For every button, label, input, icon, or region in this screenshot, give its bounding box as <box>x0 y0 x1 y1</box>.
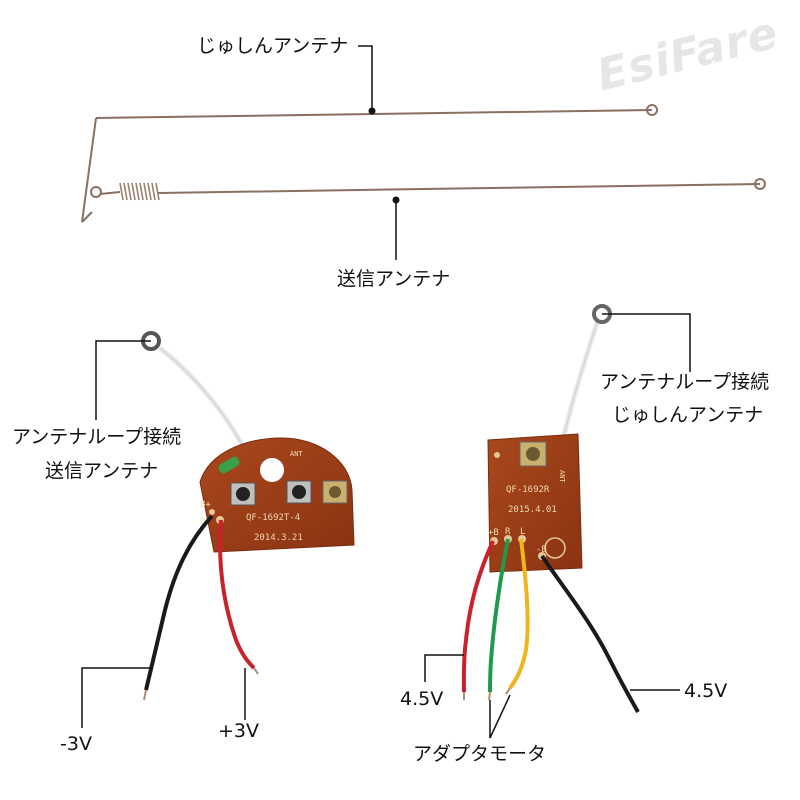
label-tx-positive: +3V <box>218 720 260 742</box>
label-tx-antenna: 送信アンテナ <box>45 460 159 482</box>
tx-coil <box>218 456 240 474</box>
label-tx-loop-connect: アンテナループ接続 <box>12 426 182 448</box>
tx-pad-neg <box>209 509 215 515</box>
label-receiver-antenna: じゅしんアンテナ <box>197 35 349 57</box>
label-rx-positive: 4.5V <box>400 688 444 710</box>
rx-wire-black <box>540 554 640 713</box>
rx-loop-callout <box>602 313 691 372</box>
rx-antenna-white-wire <box>559 319 601 445</box>
rx-pad-pos-label: +B <box>488 528 499 538</box>
tx-date-text: 2014.3.21 <box>254 533 303 543</box>
rx-wire-green <box>488 538 510 693</box>
antenna-spring <box>119 182 160 201</box>
adapter-motor-callout <box>489 694 511 739</box>
label-adapter-motor: アダプタモータ <box>413 743 547 765</box>
tx-model-text: QF-1692T-4 <box>246 513 300 523</box>
rx-ant-label: ANT <box>558 470 566 483</box>
rx-wire-yellow <box>508 538 530 690</box>
rx-model-text: QF-1692R <box>506 485 550 495</box>
label-tx-negative: -3V <box>60 733 92 755</box>
tx-ant-label: ANT <box>290 450 303 458</box>
label-rx-negative: 4.5V <box>684 680 728 702</box>
transmitter-antenna-dot <box>392 196 400 204</box>
tx-pad-pos-label: B+ <box>200 500 211 510</box>
tx-loop-callout <box>95 340 151 420</box>
tx-pcb <box>199 437 355 553</box>
transmitter-antenna-wire <box>90 178 766 198</box>
label-rx-antenna: じゅしんアンテナ <box>612 404 764 426</box>
rx-pad-r-label: R <box>505 527 511 537</box>
receiver-antenna-callout <box>358 45 373 111</box>
tx-wire-red <box>218 519 256 670</box>
label-rx-loop-connect: アンテナループ接続 <box>600 371 770 393</box>
rx-wire-red <box>461 540 495 693</box>
rx-pad-neg-label: -B <box>536 545 547 555</box>
receiver-antenna-dot <box>368 107 376 115</box>
tx-negative-callout <box>81 667 152 728</box>
receiver-antenna-wire <box>81 104 658 223</box>
rx-pad-l-label: L <box>520 527 525 537</box>
tx-wire-black <box>144 514 214 691</box>
rx-mount-hole <box>494 452 500 458</box>
label-transmitter-antenna: 送信アンテナ <box>337 268 451 290</box>
tx-pcb-hole <box>260 458 284 482</box>
rx-positive-callout <box>424 654 464 682</box>
rx-date-text: 2015.4.01 <box>508 505 557 515</box>
